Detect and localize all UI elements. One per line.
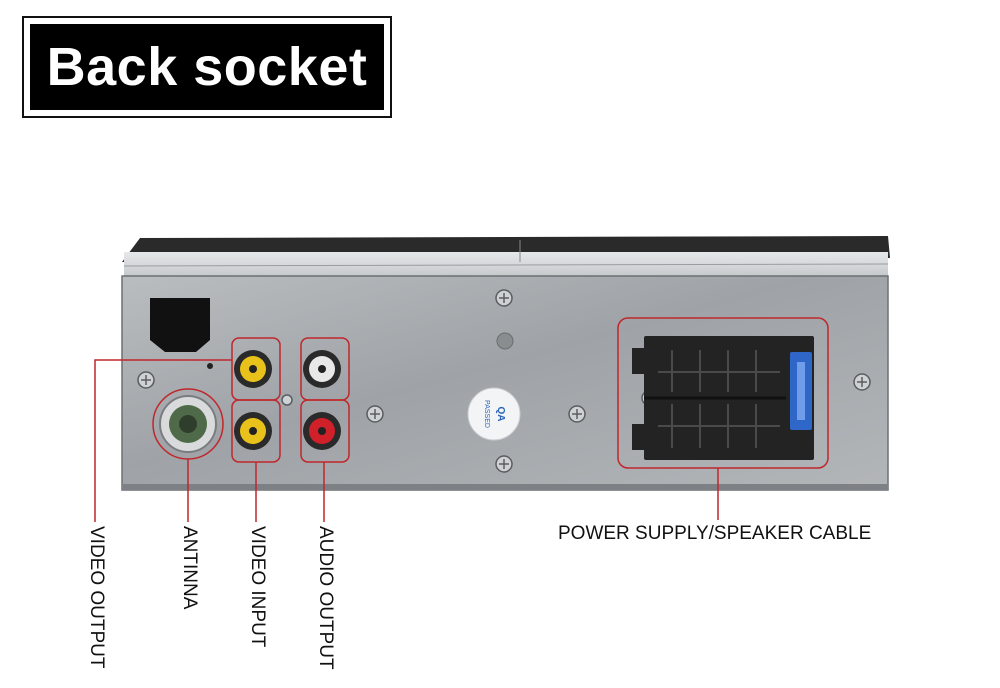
- rca-jack-audio-output-right: [303, 412, 341, 450]
- mic-hole: [207, 363, 213, 369]
- callout-lines: [94, 317, 829, 522]
- antenna-socket: [159, 395, 217, 453]
- panel-hole: [496, 332, 514, 350]
- video-output-label: VIDEO OUTPUT: [86, 526, 107, 669]
- audio-output-label: AUDIO OUTPUT: [315, 526, 336, 670]
- mount-hole: [150, 298, 210, 352]
- page-title: Back socket: [30, 24, 384, 110]
- power-speaker-label: POWER SUPPLY/SPEAKER CABLE: [558, 523, 872, 544]
- chassis-top: [122, 236, 890, 278]
- svg-text:PASSED: PASSED: [483, 400, 490, 428]
- antenna-label: ANTINNA: [179, 526, 200, 610]
- rca-jack-video-output: [234, 350, 272, 388]
- qa-passed-sticker: QA PASSED: [467, 387, 521, 441]
- video-input-label: VIDEO INPUT: [247, 526, 268, 648]
- svg-text:QA: QA: [495, 407, 506, 422]
- title-frame: Back socket: [22, 16, 392, 118]
- rca-jack-audio-output-left: [303, 350, 341, 388]
- rca-jack-video-input: [234, 412, 272, 450]
- screw-slot-group: [141, 293, 867, 469]
- iso-connector: [632, 336, 814, 460]
